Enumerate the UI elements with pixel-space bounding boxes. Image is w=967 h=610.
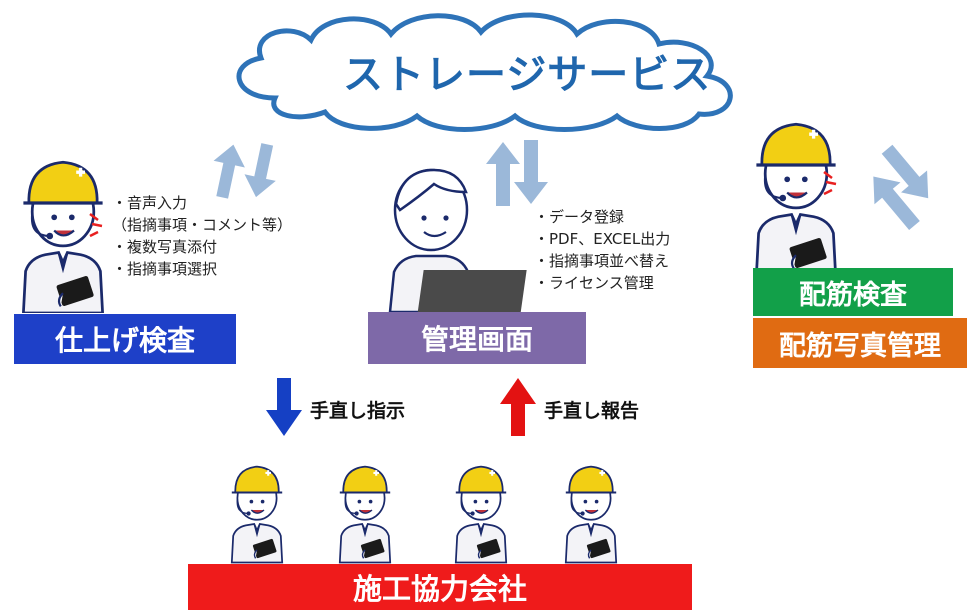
left-bullet-4: ・指摘事項選択 (112, 260, 218, 278)
left-bullet-3: ・複数写真添付 (112, 238, 218, 256)
admin-bullet-3: ・指摘事項並べ替え (534, 252, 670, 270)
admin-bullet-2: ・PDF、EXCEL出力 (534, 230, 671, 248)
finish-inspection-label: 仕上げ検査 (14, 314, 236, 364)
subcontractor-worker-3 (454, 465, 508, 564)
repair-report-label: 手直し報告 (544, 400, 640, 422)
subcontractor-worker-4 (564, 465, 618, 564)
subcontractor-worker-2 (338, 465, 392, 564)
down-arrow-icon (266, 378, 302, 436)
admin-bullet-4: ・ライセンス管理 (534, 274, 654, 292)
cloud-label: ストレージサービス (343, 52, 712, 98)
subcontractor-label: 施工協力会社 (188, 564, 692, 610)
up-arrow-icon (500, 378, 536, 436)
cloud-shape (236, 12, 733, 132)
admin-bullet-list: ・データ登録 ・PDF、EXCEL出力 ・指摘事項並べ替え ・ライセンス管理 (534, 206, 670, 294)
rebar-inspection-label: 配筋検査 (753, 268, 953, 316)
admin-bullet-1: ・データ登録 (534, 208, 625, 226)
admin-screen-label: 管理画面 (368, 312, 586, 364)
voice-marks-icon (89, 213, 103, 238)
right-sync-arrows-icon (873, 144, 929, 230)
left-bullet-2: （指摘事項・コメント等） (112, 216, 293, 234)
repair-instruction-label: 手直し指示 (310, 400, 406, 422)
cloud-outline (236, 12, 733, 132)
left-sync-arrows-icon (213, 143, 276, 199)
left-bullet-list: ・音声入力 （指摘事項・コメント等） ・複数写真添付 ・指摘事項選択 (112, 192, 292, 280)
center-sync-arrows-icon (486, 140, 548, 206)
subcontractor-worker-1 (230, 465, 284, 564)
right-voice-marks-icon (823, 171, 837, 196)
rebar-photo-label: 配筋写真管理 (753, 318, 967, 368)
left-bullet-1: ・音声入力 (112, 194, 188, 212)
